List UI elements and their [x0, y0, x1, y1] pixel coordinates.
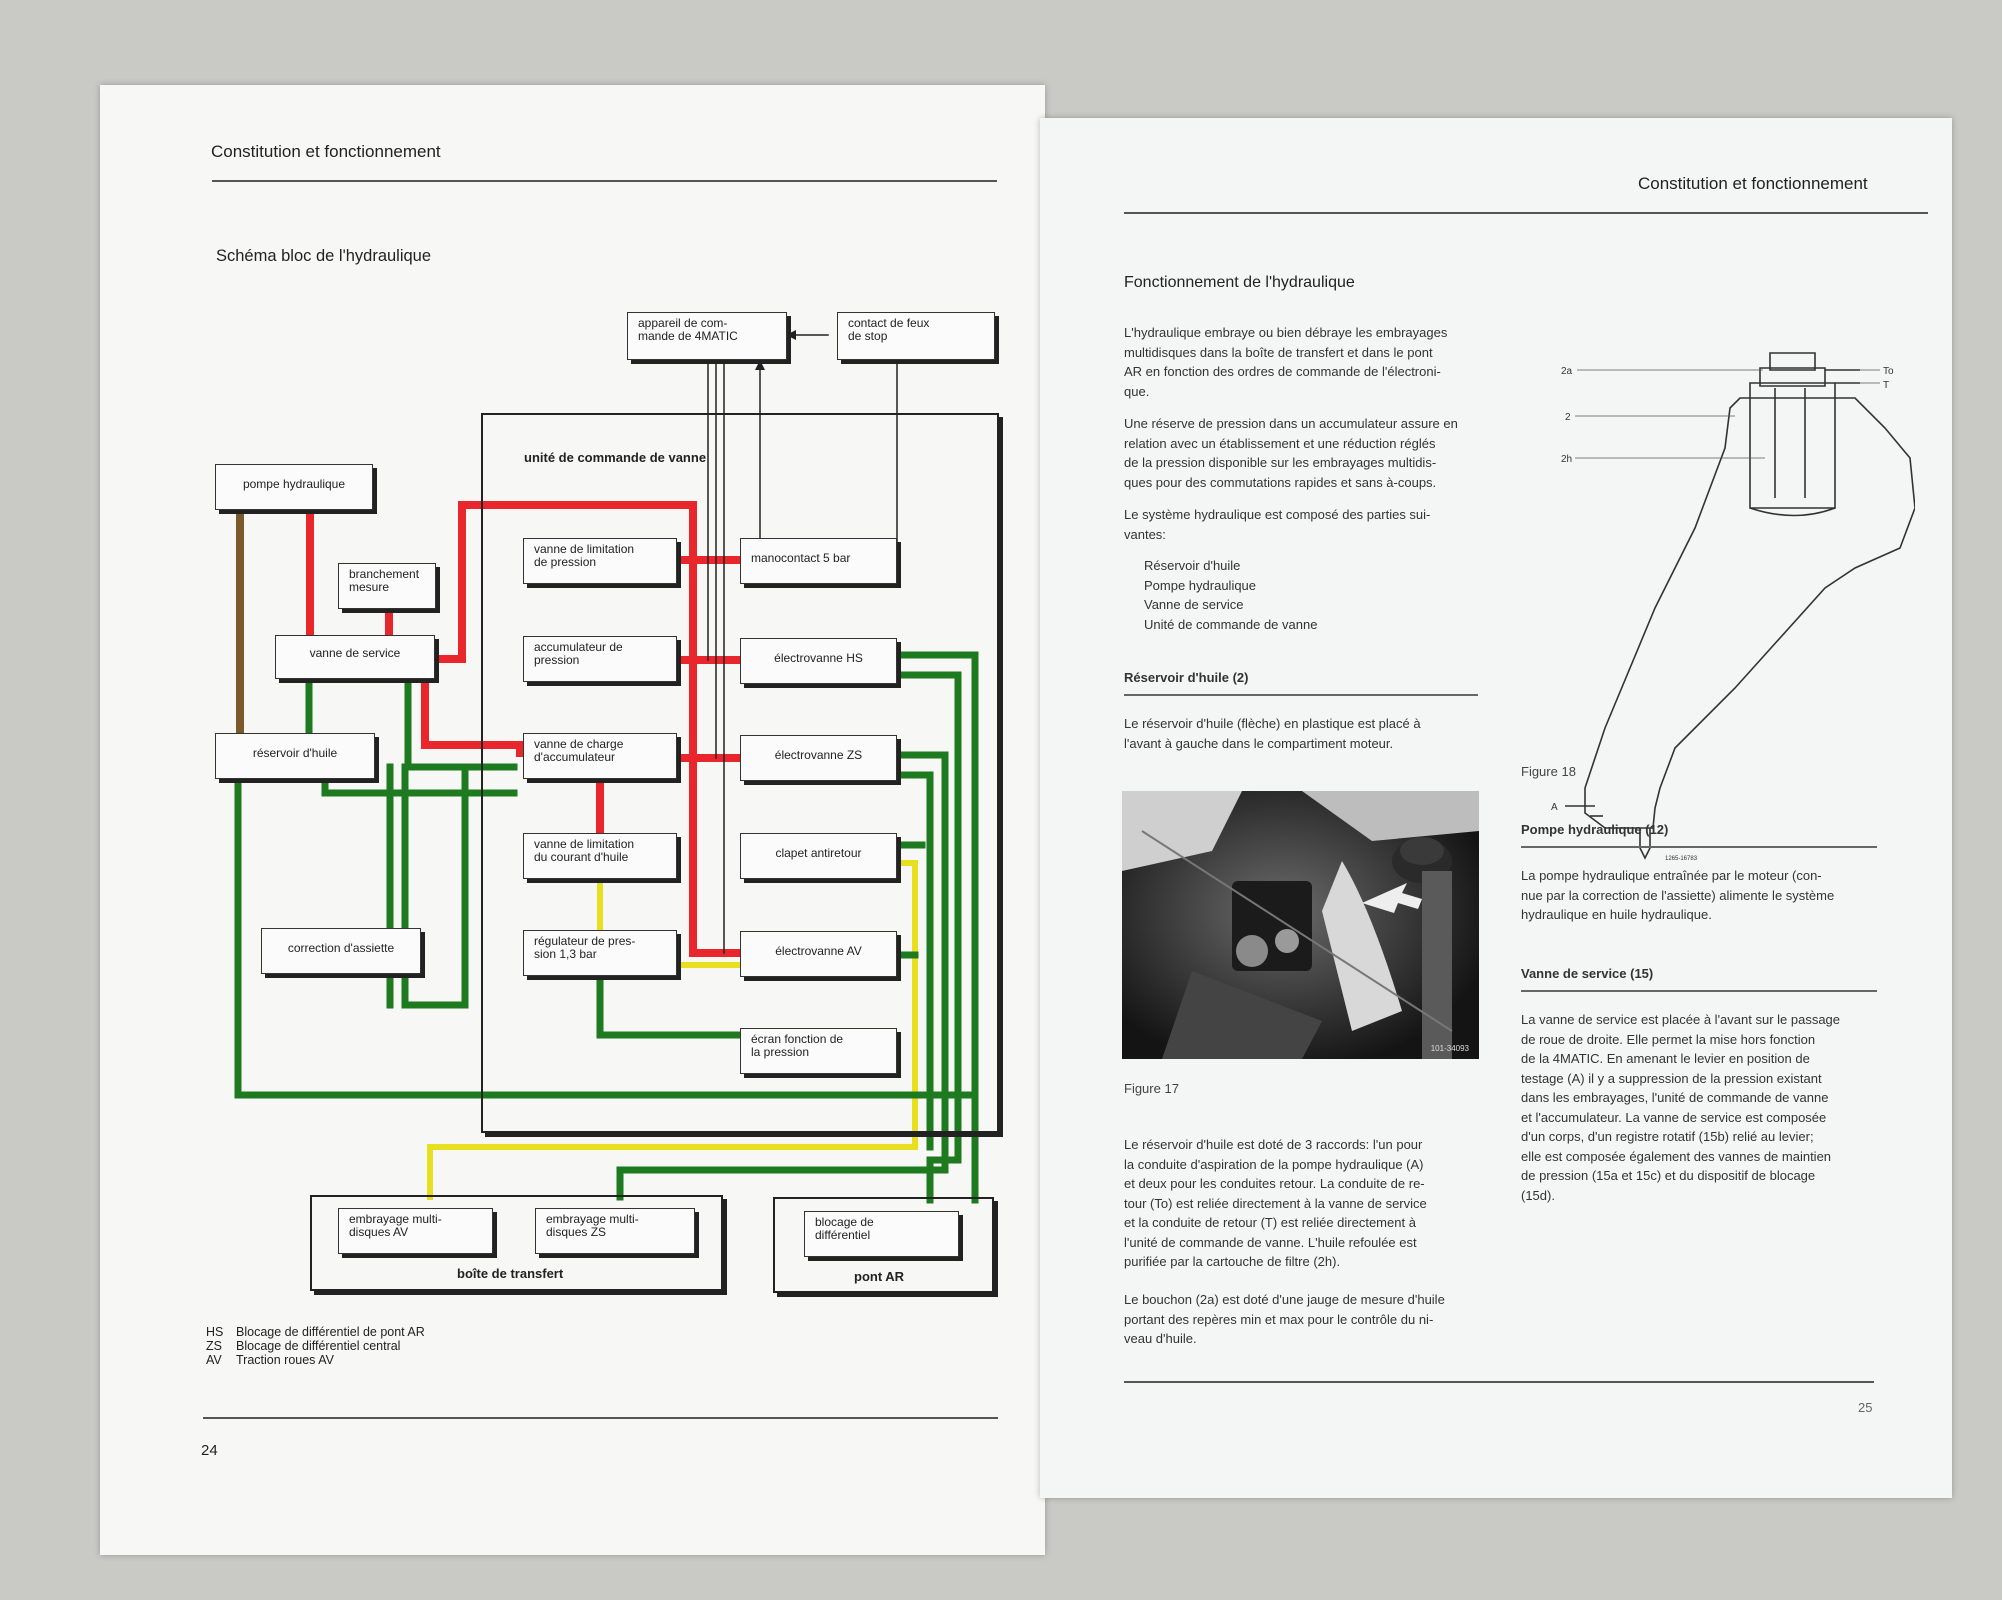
box-vanne-limitation-courant: vanne de limitation du courant d'huile — [523, 833, 677, 879]
left-page: Constitution et fonctionnement Schéma bl… — [100, 85, 1045, 1555]
fig18-label-t: T — [1883, 380, 1889, 391]
para-2: Une réserve de pression dans un accumula… — [1124, 416, 1458, 490]
box-electrovanne-hs: électrovanne HS — [740, 638, 897, 684]
fig18-label-2h: 2h — [1561, 454, 1572, 465]
header-rule — [212, 180, 997, 182]
list-item: Pompe hydraulique — [1144, 577, 1257, 593]
box-correction: correction d'assiette — [261, 928, 421, 974]
box-vanne-charge: vanne de charge d'accumulateur — [523, 733, 677, 779]
para-1: L'hydraulique embraye ou bien débraye le… — [1124, 325, 1448, 399]
box-ecran: écran fonction de la pression — [740, 1028, 897, 1074]
fig18-code: 1265-16783 — [1665, 856, 1698, 862]
para-5: Le bouchon (2a) est doté d'une jauge de … — [1124, 1292, 1445, 1346]
right-header: Constitution et fonctionnement — [1638, 174, 1868, 193]
box-pompe: pompe hydraulique — [215, 464, 373, 510]
footer-rule — [203, 1417, 998, 1419]
engine-photo: 101-34093 — [1122, 791, 1479, 1059]
pont-ar-box — [773, 1197, 994, 1293]
photo-drawing — [1122, 791, 1479, 1059]
boite-label: boîte de transfert — [457, 1266, 564, 1281]
right-page: Constitution et fonctionnement Fonctionn… — [1040, 118, 1952, 1498]
fig18-label-2a: 2a — [1561, 366, 1573, 377]
list-item: Vanne de service — [1144, 597, 1244, 612]
box-reservoir: réservoir d'huile — [215, 733, 375, 779]
fig18-label-2: 2 — [1565, 412, 1571, 423]
unite-commande-box — [481, 413, 999, 1133]
box-vanne-service: vanne de service — [275, 635, 435, 679]
parts-list: Réservoir d'huile Pompe hydraulique Vann… — [1124, 556, 1504, 634]
list-item: Unité de commande de vanne — [1144, 616, 1318, 632]
box-embrayage-av: embrayage multi- disques AV — [338, 1208, 493, 1254]
rule — [1124, 694, 1478, 696]
vanne-text: La vanne de service est placée à l'avant… — [1521, 1012, 1841, 1203]
intro-column: L'hydraulique embraye ou bien débraye le… — [1124, 323, 1504, 634]
right-header-rule — [1124, 212, 1928, 214]
rule — [1521, 990, 1877, 992]
hydraulic-lines — [234, 330, 979, 1204]
boite-transfert-box — [310, 1195, 723, 1291]
box-appareil-commande: appareil de com- mande de 4MATIC — [627, 312, 787, 360]
pompe-text: La pompe hydraulique entraînée par le mo… — [1521, 868, 1835, 922]
figure-18-caption: Figure 18 — [1521, 764, 1576, 779]
box-vanne-limitation-pression: vanne de limitation de pression — [523, 538, 677, 584]
box-blocage: blocage de différentiel — [804, 1211, 959, 1257]
left-page-number: 24 — [201, 1442, 218, 1459]
right-footer-rule — [1124, 1381, 1874, 1383]
list-item: Réservoir d'huile — [1144, 558, 1241, 573]
box-embrayage-zs: embrayage multi- disques ZS — [535, 1208, 695, 1254]
pont-label: pont AR — [854, 1269, 905, 1284]
box-accumulateur: accumulateur de pression — [523, 636, 677, 682]
para-3: Le système hydraulique est composé des p… — [1124, 507, 1431, 542]
left-header: Constitution et fonctionnement — [211, 142, 441, 161]
rule — [1521, 846, 1877, 848]
para-4: Le réservoir d'huile est doté de 3 racco… — [1124, 1137, 1427, 1269]
figure-17-caption: Figure 17 — [1124, 1081, 1179, 1096]
reservoir-text: Le réservoir d'huile (flèche) en plastiq… — [1124, 716, 1421, 751]
reservoir-title: Réservoir d'huile (2) — [1124, 670, 1249, 685]
fig18-label-to: To — [1883, 366, 1894, 377]
pompe-title: Pompe hydraulique (12) — [1521, 822, 1669, 837]
box-contact-feux: contact de feux de stop — [837, 312, 995, 360]
box-regulateur: régulateur de pres- sion 1,3 bar — [523, 930, 677, 976]
box-clapet: clapet antiretour — [740, 833, 897, 879]
fig18-label-a: A — [1551, 802, 1558, 813]
box-electrovanne-zs: électrovanne ZS — [740, 735, 897, 781]
figure-18-drawing: 2a 2 2h A To T 1265-16783 — [1551, 352, 1915, 862]
box-manocontact: manocontact 5 bar — [740, 538, 897, 584]
diagram-title: Schéma bloc de l'hydraulique — [216, 247, 432, 265]
right-page-number: 25 — [1858, 1400, 1873, 1415]
unite-label: unité de commande de vanne — [524, 450, 707, 465]
box-electrovanne-av: électrovanne AV — [740, 931, 897, 977]
section-title: Fonctionnement de l'hydraulique — [1124, 274, 1355, 291]
box-branchement: branchement mesure — [338, 563, 436, 609]
vanne-title: Vanne de service (15) — [1521, 966, 1654, 981]
photo-code: 101-34093 — [1430, 1044, 1469, 1053]
